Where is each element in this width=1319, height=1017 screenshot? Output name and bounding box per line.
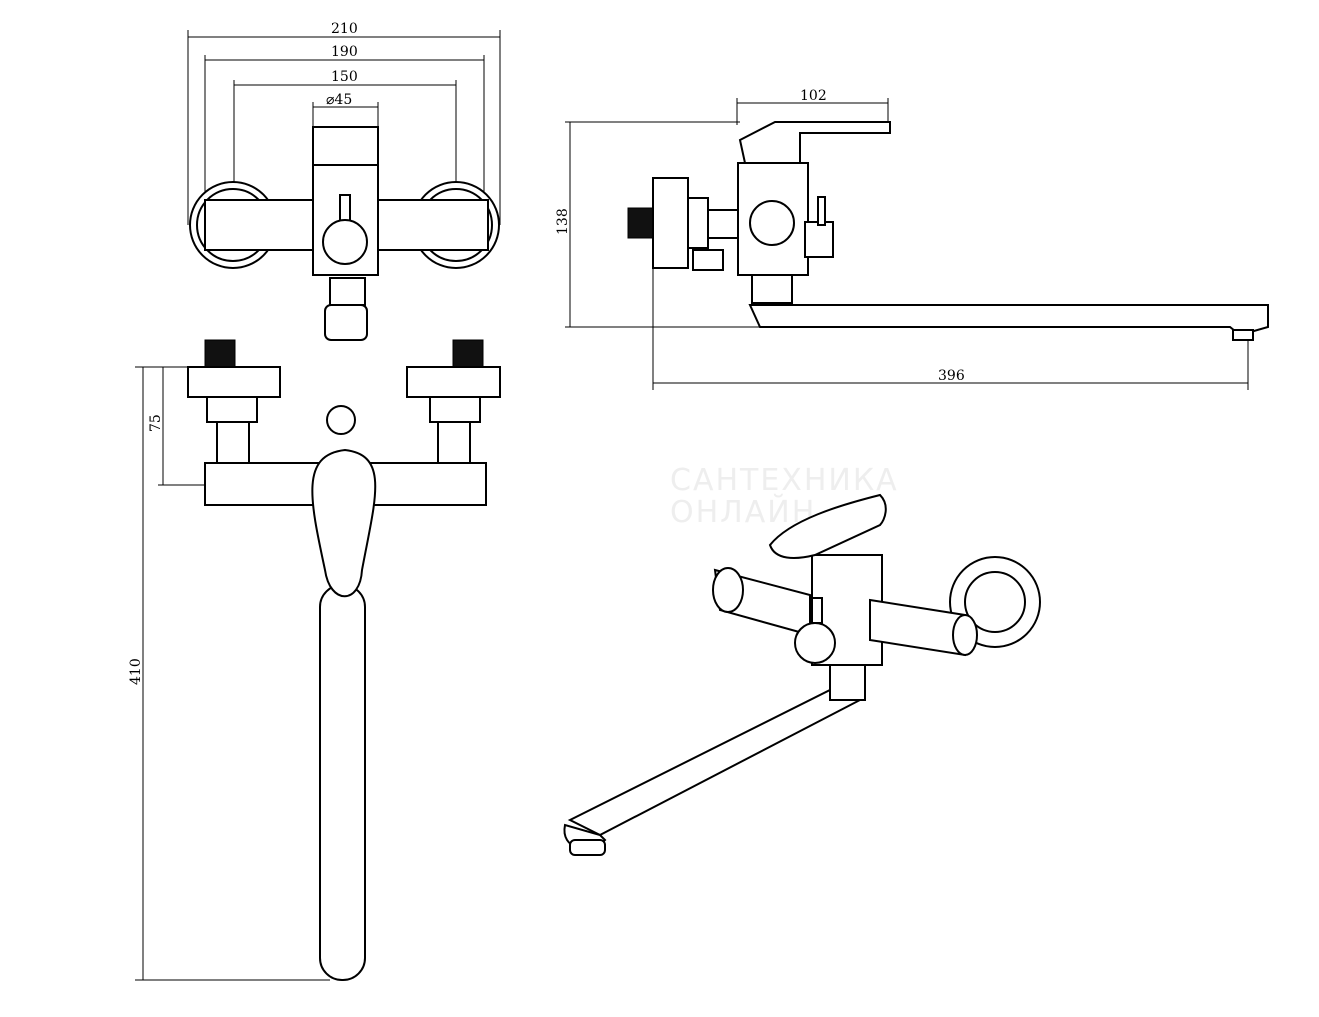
dim-102: 102 — [800, 88, 827, 104]
dim-75: 75 — [148, 414, 164, 432]
dim-190: 190 — [331, 44, 358, 60]
dim-210: 210 — [331, 21, 358, 37]
front-view: 410 75 — [128, 339, 501, 981]
svg-text:ОНЛАЙН: ОНЛАЙН — [670, 494, 816, 530]
dim-138: 138 — [555, 208, 571, 235]
dim-396: 396 — [938, 368, 965, 384]
dim-45: ⌀45 — [326, 92, 352, 108]
side-view: 138 102 396 — [555, 88, 1269, 390]
isometric-view — [563, 493, 1041, 856]
dim-410: 410 — [128, 658, 144, 685]
top-view: 210 190 150 ⌀45 — [187, 21, 501, 341]
svg-text:САНТЕХНИКА: САНТЕХНИКА — [670, 463, 899, 498]
watermark: САНТЕХНИКА ОНЛАЙН — [670, 463, 899, 530]
dim-150: 150 — [331, 69, 358, 85]
